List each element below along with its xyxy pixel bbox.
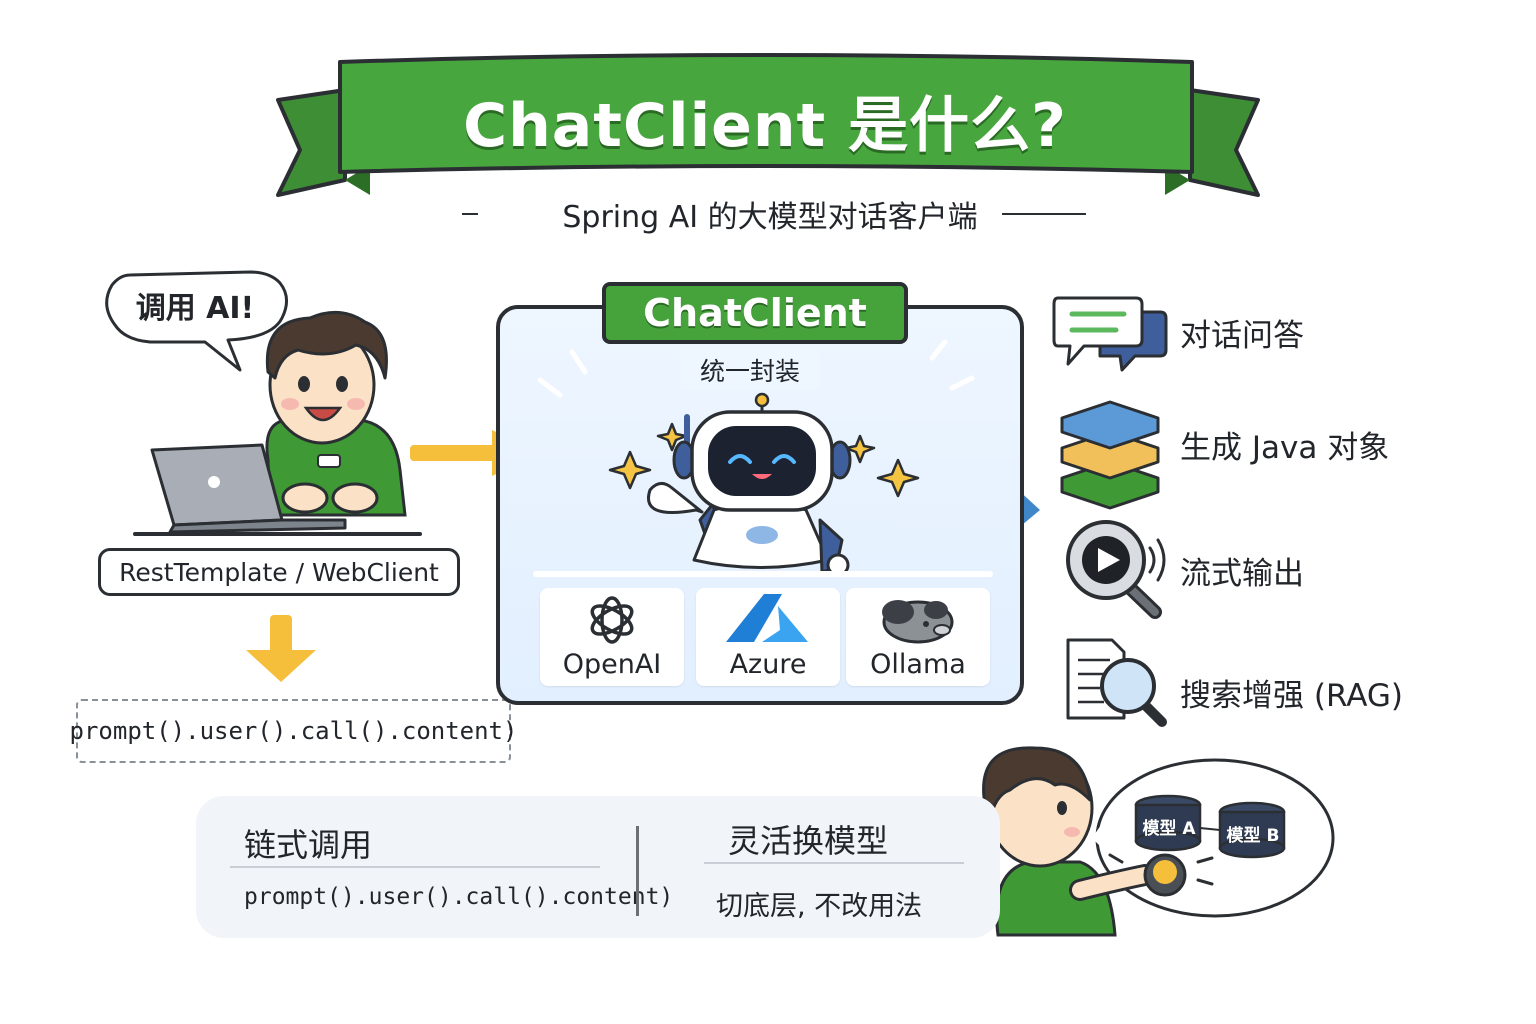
model-b-label: 模型 B <box>1226 826 1280 846</box>
feature-streaming: 流式输出 <box>1180 555 1304 592</box>
chatclient-tagline: 统一封装 <box>680 350 820 390</box>
feature-chat: 对话问答 <box>1180 317 1304 354</box>
document-search-icon <box>1066 638 1167 727</box>
feature-rag: 搜索增强 (RAG) <box>1180 677 1404 714</box>
provider-azure: Azure <box>696 588 840 686</box>
developer-character <box>133 310 422 536</box>
azure-logo-icon <box>726 594 808 642</box>
model-switch-scene <box>982 746 1335 937</box>
page-subtitle: Spring AI 的大模型对话客户端 <box>562 200 978 235</box>
stacked-layers-icon <box>1060 400 1160 510</box>
yellow-down-arrow <box>246 615 316 682</box>
chat-bubbles-icon <box>1052 296 1168 372</box>
code-snippet: prompt().user().call().content) <box>70 699 517 763</box>
provider-label: Ollama <box>870 649 966 680</box>
divider <box>230 866 600 868</box>
chain-call-title: 链式调用 <box>244 826 373 864</box>
speech-bubble <box>105 270 288 372</box>
switch-model-desc: 切底层, 不改用法 <box>716 891 923 922</box>
chatclient-title: ChatClient <box>602 282 908 344</box>
openai-logo-icon <box>590 596 634 644</box>
divider <box>704 862 964 864</box>
divider <box>636 826 639 916</box>
play-magnifier-icon <box>1066 520 1166 619</box>
model-a-label: 模型 A <box>1142 819 1196 839</box>
provider-ollama: Ollama <box>846 588 990 686</box>
ollama-logo-icon <box>882 600 954 644</box>
provider-label: Azure <box>729 649 807 680</box>
chain-call-code: prompt().user().call().content) <box>244 884 674 910</box>
speech-bubble-text: 调用 AI! <box>135 291 255 326</box>
http-tools-label: RestTemplate / WebClient <box>98 548 460 596</box>
page-title: ChatClient 是什么? <box>463 90 1067 161</box>
provider-label: OpenAI <box>562 649 662 680</box>
switch-model-title: 灵活换模型 <box>728 822 889 860</box>
title-ribbon <box>276 53 1260 197</box>
provider-openai: OpenAI <box>540 588 684 686</box>
feature-java-object: 生成 Java 对象 <box>1180 429 1390 466</box>
